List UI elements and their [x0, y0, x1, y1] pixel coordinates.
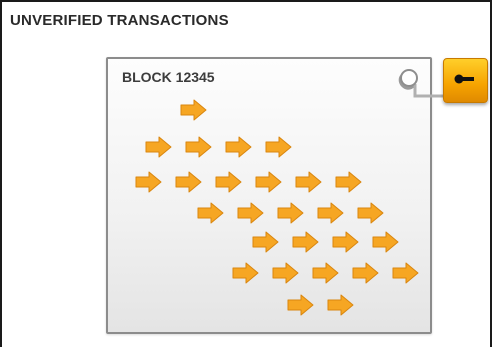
transaction-arrow-icon [185, 136, 212, 158]
transaction-arrow-icon [327, 294, 354, 316]
transaction-arrows [108, 59, 430, 332]
transaction-arrow-icon [277, 202, 304, 224]
transaction-arrow-icon [332, 231, 359, 253]
block-card: BLOCK 12345 [106, 57, 432, 334]
block-label: BLOCK 12345 [122, 69, 215, 85]
transaction-arrow-icon [392, 262, 419, 284]
transaction-arrow-icon [180, 99, 207, 121]
transaction-arrow-icon [175, 171, 202, 193]
transaction-arrow-icon [197, 202, 224, 224]
transaction-arrow-icon [287, 294, 314, 316]
transaction-arrow-icon [357, 202, 384, 224]
transaction-arrow-icon [225, 136, 252, 158]
transaction-arrow-icon [135, 171, 162, 193]
transaction-arrow-icon [237, 202, 264, 224]
transaction-arrow-icon [255, 171, 282, 193]
transaction-arrow-icon [312, 262, 339, 284]
transaction-arrow-icon [232, 262, 259, 284]
transaction-arrow-icon [317, 202, 344, 224]
transaction-arrow-icon [252, 231, 279, 253]
transaction-arrow-icon [335, 171, 362, 193]
panel-title: UNVERIFIED TRANSACTIONS [10, 12, 229, 29]
transaction-arrow-icon [352, 262, 379, 284]
transaction-arrow-icon [272, 262, 299, 284]
keyhole-icon [454, 74, 474, 84]
transaction-arrow-icon [145, 136, 172, 158]
lock-shackle-icon [398, 69, 445, 98]
transaction-arrow-icon [215, 171, 242, 193]
transaction-arrow-icon [292, 231, 319, 253]
transaction-arrow-icon [295, 171, 322, 193]
transaction-arrow-icon [265, 136, 292, 158]
padlock-icon [443, 58, 488, 103]
transaction-arrow-icon [372, 231, 399, 253]
